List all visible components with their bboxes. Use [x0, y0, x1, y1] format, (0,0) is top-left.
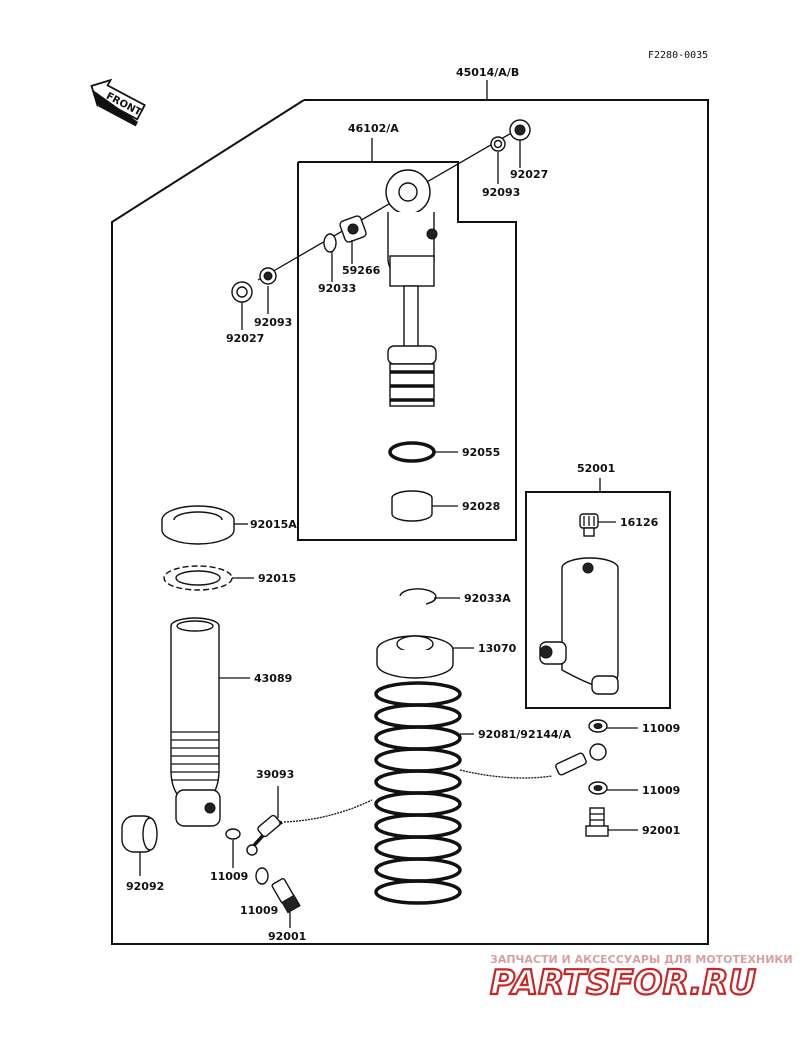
- bushing-92027-left: [231, 281, 253, 303]
- oring-92055: [388, 441, 436, 463]
- hose-fitting-right: [555, 743, 607, 776]
- label-92015: 92015: [258, 572, 296, 585]
- washer-11009-right2: [588, 781, 608, 795]
- ring-92028: [391, 490, 433, 522]
- seat-13070: [376, 635, 454, 679]
- washer-11009-left2: [255, 867, 269, 885]
- washer-11009-left1: [225, 828, 241, 840]
- label-92033A: 92033A: [464, 592, 511, 605]
- assembly-main-label: 45014/A/B: [456, 66, 519, 79]
- hose-fitting-39093: [246, 814, 283, 856]
- label-92093-top: 92093: [482, 186, 520, 199]
- label-92093-left: 92093: [254, 316, 292, 329]
- watermark-top: ЗАПЧАСТИ И АКСЕССУАРЫ ДЛЯ МОТОТЕХНИКИ: [490, 953, 793, 966]
- watermark-main: PARTSFOR.RU: [490, 963, 756, 1003]
- reservoir-outline: [525, 491, 671, 709]
- body-43089: [170, 617, 221, 827]
- label-43089: 43089: [254, 672, 292, 685]
- label-11009-right2: 11009: [642, 784, 680, 797]
- collar-59266: [339, 215, 367, 243]
- washer-11009-right1: [588, 719, 608, 733]
- spring-92081: [374, 681, 462, 905]
- label-92028: 92028: [462, 500, 500, 513]
- label-11009-left2: 11009: [240, 904, 278, 917]
- label-92001-right: 92001: [642, 824, 680, 837]
- assembly-damper-label: 46102/A: [348, 122, 399, 135]
- locknut-92015A: [161, 505, 235, 545]
- label-59266: 59266: [342, 264, 381, 277]
- label-11009-right1: 11009: [642, 722, 680, 735]
- ref-code: F2280-0035: [648, 50, 708, 61]
- label-11009-left1: 11009: [210, 870, 248, 883]
- damper-outline: [297, 161, 517, 541]
- clip-92033: [323, 233, 337, 253]
- bolt-92001-right: [585, 807, 609, 837]
- label-92015A: 92015A: [250, 518, 297, 531]
- reservoir-canister: [539, 557, 619, 695]
- bushing-92027-top: [509, 119, 531, 141]
- label-92055: 92055: [462, 446, 500, 459]
- seal-92093-top: [490, 136, 506, 152]
- snapring-92033A: [399, 588, 437, 605]
- seal-92093-left: [259, 267, 277, 285]
- hose-line: [283, 799, 373, 823]
- main-assembly-outline: [111, 99, 709, 945]
- label-92027-top: 92027: [510, 168, 548, 181]
- label-92001-left: 92001: [268, 930, 306, 943]
- damper-body: [385, 169, 438, 407]
- label-13070: 13070: [478, 642, 517, 655]
- bushing-92092: [121, 815, 158, 853]
- valve-cap-16126: [579, 513, 599, 537]
- assembly-reservoir-label: 52001: [577, 462, 615, 475]
- label-16126: 16126: [620, 516, 659, 529]
- label-92081: 92081/92144/A: [478, 728, 572, 741]
- label-39093: 39093: [256, 768, 294, 781]
- nut-92015: [163, 565, 233, 591]
- label-92092: 92092: [126, 880, 164, 893]
- bolt-92001-left: [271, 878, 301, 914]
- label-92033: 92033: [318, 282, 356, 295]
- label-92027-left: 92027: [226, 332, 264, 345]
- front-arrow-icon: FRONT: [90, 78, 146, 127]
